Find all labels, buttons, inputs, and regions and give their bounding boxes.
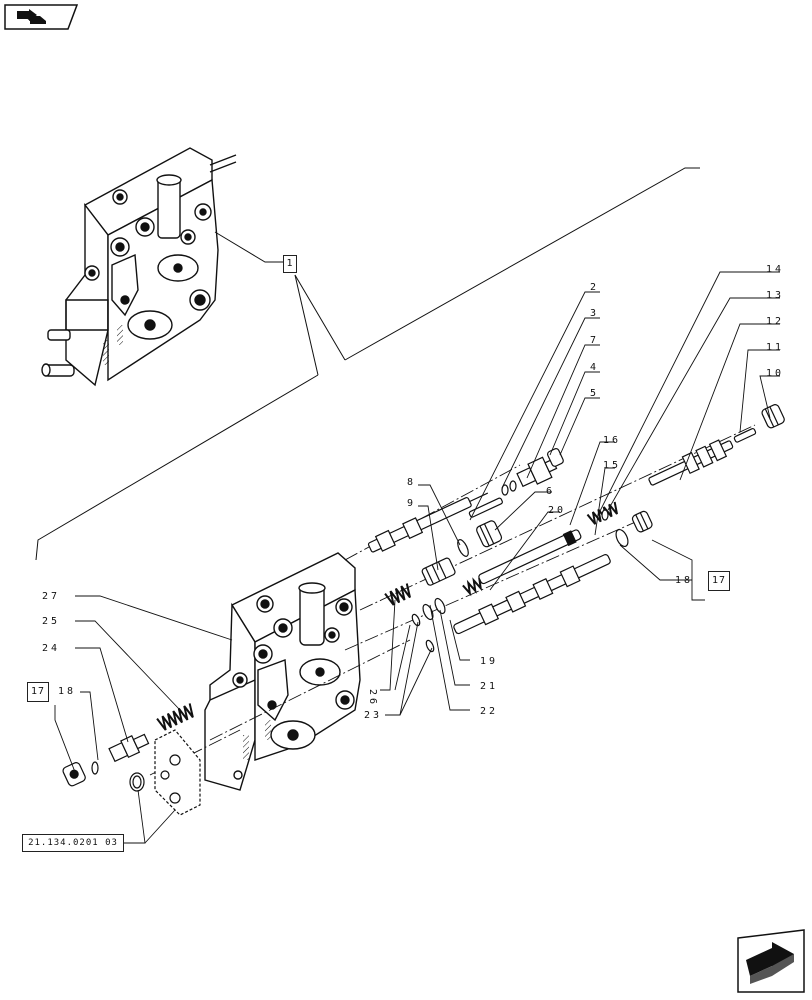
callout-7: 7: [590, 335, 599, 346]
callout-19: 19: [480, 656, 498, 667]
overview-valve-assembly: [41, 147, 237, 387]
callout-26: 26: [367, 689, 378, 707]
callout-15: 15: [603, 460, 621, 471]
next-page-arrow-icon: [737, 929, 805, 993]
main-valve-body: [204, 552, 361, 791]
callout-20: 20: [548, 505, 566, 516]
callout-labels: 2 3 7 4 5 14 13 12 11 10 16 15 20 6 8 9 …: [42, 264, 784, 721]
callout-18-left: 18: [58, 686, 76, 697]
callout-8: 8: [407, 477, 416, 488]
callout-10: 10: [766, 368, 784, 379]
callout-18-right: 18: [675, 575, 693, 586]
callout-24: 24: [42, 643, 60, 654]
callout-6: 6: [546, 486, 555, 497]
kit-ref-box-left[interactable]: 17: [27, 682, 49, 702]
top-nav-button[interactable]: [4, 4, 79, 30]
callout-21: 21: [480, 681, 498, 692]
leader-lines: [54, 271, 780, 844]
overview-ref-box[interactable]: 1: [283, 255, 297, 273]
callout-12: 12: [766, 316, 784, 327]
book-arrow-icon: [4, 4, 79, 30]
callout-22: 22: [480, 706, 498, 717]
callout-4: 4: [590, 362, 599, 373]
callout-27: 27: [42, 591, 60, 602]
callout-25: 25: [42, 616, 60, 627]
callout-11: 11: [766, 342, 784, 353]
callout-14: 14: [766, 264, 784, 275]
kit-ref-box-right[interactable]: 17: [708, 571, 730, 591]
next-page-button[interactable]: [736, 928, 806, 994]
overview-leader: [35, 167, 700, 561]
exploded-components: [62, 404, 785, 816]
callout-23: 23: [364, 710, 382, 721]
callout-2: 2: [590, 282, 599, 293]
callout-5: 5: [590, 388, 599, 399]
callout-13: 13: [766, 290, 784, 301]
reference-code-box[interactable]: 21.134.0201 03: [22, 834, 124, 852]
callout-16: 16: [603, 435, 621, 446]
callout-9: 9: [407, 498, 416, 509]
callout-3: 3: [590, 308, 599, 319]
